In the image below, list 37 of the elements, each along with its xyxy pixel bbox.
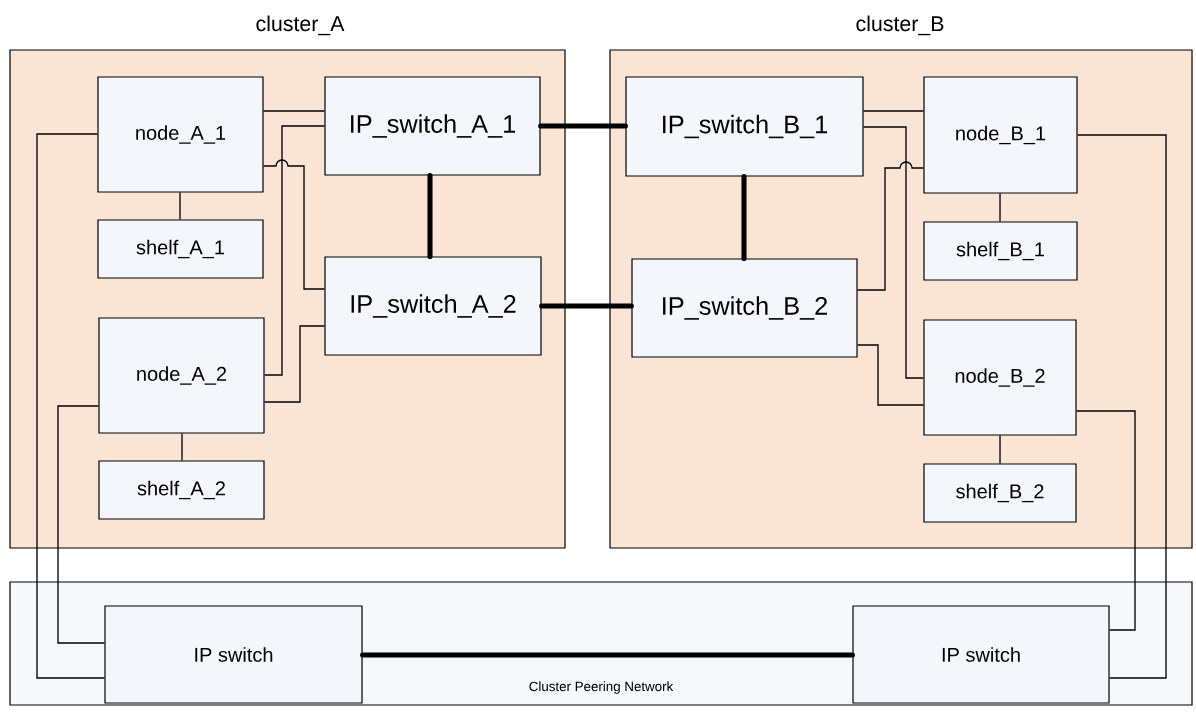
thick-link xyxy=(539,303,634,309)
cable-line xyxy=(999,192,1001,223)
cable-line xyxy=(862,110,925,112)
device-box: node_B_2 xyxy=(923,319,1077,436)
device-box: node_B_1 xyxy=(923,76,1078,194)
switch-box: IP_switch_A_2 xyxy=(324,256,542,356)
device-box: node_A_2 xyxy=(98,317,265,434)
cable-line xyxy=(262,110,326,112)
cable-line xyxy=(181,432,183,462)
device-box: shelf_A_1 xyxy=(97,219,264,279)
cable-line xyxy=(57,405,106,644)
device-box: node_A_1 xyxy=(97,76,264,193)
cable-line xyxy=(999,434,1001,465)
thick-link xyxy=(538,123,628,129)
node-label: cluster_A xyxy=(256,15,345,36)
thick-link xyxy=(741,174,747,261)
cable-line xyxy=(179,191,181,221)
cable-line xyxy=(1075,410,1136,631)
cable-line xyxy=(856,344,925,406)
switch-box: IP switch xyxy=(852,605,1110,704)
switch-box: IP_switch_B_2 xyxy=(631,258,858,358)
device-box: shelf_A_2 xyxy=(98,460,265,520)
cable-line xyxy=(856,161,925,291)
cable-line xyxy=(862,126,925,379)
switch-box: IP_switch_A_1 xyxy=(324,76,541,176)
cable-line xyxy=(1076,134,1167,679)
thick-link xyxy=(360,652,855,658)
node-label: cluster_B xyxy=(856,15,944,36)
device-box: shelf_B_2 xyxy=(923,463,1077,523)
switch-box: IP_switch_B_1 xyxy=(625,76,864,177)
cable-line xyxy=(36,133,106,679)
thick-link xyxy=(427,173,433,259)
device-box: shelf_B_1 xyxy=(923,221,1078,281)
cable-line xyxy=(263,125,326,376)
cable-line xyxy=(263,325,326,403)
cable-line xyxy=(262,159,326,290)
switch-box: IP switch xyxy=(104,605,363,704)
